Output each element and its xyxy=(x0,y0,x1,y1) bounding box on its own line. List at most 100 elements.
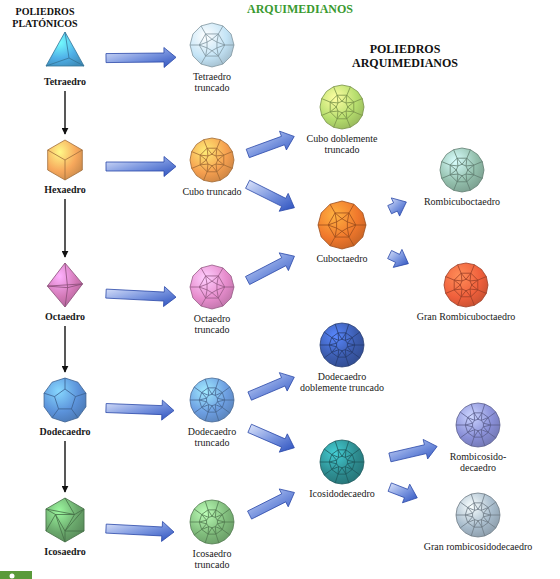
polyhedron-facets xyxy=(456,404,500,446)
polyhedron-node: Icosaedro truncado xyxy=(178,498,246,570)
polyhedron-facets xyxy=(190,268,234,306)
polyhedron-facets xyxy=(200,148,224,172)
column-heading: POLIEDROS ARQUIMEDIANOS xyxy=(330,42,480,70)
polyhedron-facets xyxy=(460,279,471,290)
polyhedron-facets xyxy=(44,378,86,422)
polyhedron-facets xyxy=(190,379,234,421)
polyhedron-facets xyxy=(456,493,500,537)
polyhedron-facets xyxy=(207,281,217,292)
polyhedron-facets xyxy=(206,154,217,165)
truncation-arrow xyxy=(248,373,294,401)
polyhedron-node: Octaedro xyxy=(28,261,102,322)
polyhedron-icon xyxy=(188,376,236,424)
polyhedron-name: Gran Rombicuboctaedro xyxy=(412,311,520,322)
polyhedron-facets xyxy=(207,516,218,527)
polyhedron-name: Hexaedro xyxy=(28,184,102,195)
polyhedron-name: Octaedro xyxy=(28,311,102,322)
polyhedron-facets xyxy=(329,333,355,357)
polyhedron-name: Cubo doblemente truncado xyxy=(298,133,386,155)
truncation-arrow xyxy=(248,489,295,519)
polyhedron-facets xyxy=(454,273,478,297)
polyhedron-icon xyxy=(188,136,236,184)
polyhedron-facets xyxy=(330,95,354,119)
polyhedron-facets xyxy=(46,32,84,66)
column-heading: POLIEDROS PLATÓNICOS xyxy=(4,6,86,30)
polyhedron-name: Tetraedro truncado xyxy=(180,71,244,93)
polyhedron-node: Gran Rombicuboctaedro xyxy=(412,261,520,322)
polyhedron-name: Cubo truncado xyxy=(180,186,244,197)
polyhedron-facets xyxy=(48,140,83,180)
polyhedron-facets xyxy=(190,378,234,422)
polyhedron-facets xyxy=(336,101,347,112)
truncation-arrow xyxy=(106,521,174,541)
polyhedron-icon xyxy=(43,30,87,74)
polyhedron-facets xyxy=(337,219,348,231)
polyhedron-facets xyxy=(320,324,364,366)
polyhedron-facets xyxy=(44,378,86,418)
polyhedron-facets xyxy=(190,265,234,309)
polyhedron-facets xyxy=(456,403,500,447)
polyhedron-node: Dodecaedro doblemente truncado xyxy=(298,321,386,393)
polyhedron-facets xyxy=(192,140,233,181)
page-corner-dot xyxy=(10,574,15,579)
polyhedron-icon xyxy=(454,491,502,539)
polyhedron-facets xyxy=(199,388,225,412)
polyhedron-facets xyxy=(190,26,234,64)
polyhedron-facets xyxy=(442,150,483,191)
polyhedron-facets xyxy=(55,389,76,409)
polyhedron-facets xyxy=(199,510,225,534)
polyhedron-icon xyxy=(318,83,366,131)
truncation-arrow xyxy=(106,157,176,177)
polyhedron-facets xyxy=(320,440,364,484)
polyhedron-node: Dodecaedro truncado xyxy=(178,376,246,448)
polyhedron-icon xyxy=(438,146,486,194)
polyhedron-icon xyxy=(188,263,236,311)
polyhedron-facets xyxy=(337,456,348,467)
polyhedron-facets xyxy=(337,339,348,350)
polyhedron-facets xyxy=(207,394,218,405)
truncation-arrow xyxy=(246,131,294,157)
truncation-arrow xyxy=(106,400,174,420)
truncation-arrow xyxy=(106,287,176,307)
polyhedron-facets xyxy=(320,85,364,129)
polyhedron-facets xyxy=(46,498,84,542)
polyhedron-facets xyxy=(320,441,364,483)
polyhedron-icon xyxy=(318,438,366,486)
section-heading: ARQUIMEDIANOS xyxy=(225,2,375,16)
polyhedron-facets xyxy=(320,323,364,367)
polyhedron-facets xyxy=(456,164,467,175)
polyhedron-node: Tetraedro xyxy=(28,30,102,87)
truncation-arrow xyxy=(246,180,295,211)
polyhedron-name: Dodecaedro doblemente truncado xyxy=(298,371,386,393)
polyhedron-facets xyxy=(318,204,366,246)
polyhedron-facets xyxy=(199,34,225,56)
derivation-arrow xyxy=(64,326,65,372)
polyhedron-facets xyxy=(322,87,363,128)
polyhedron-name: Dodecaedro xyxy=(28,426,102,437)
polyhedron-name: Icosaedro xyxy=(28,546,102,557)
polyhedron-icon xyxy=(41,376,89,424)
polyhedron-node: Hexaedro xyxy=(28,138,102,195)
polyhedron-facets xyxy=(47,263,82,307)
derivation-arrow xyxy=(64,441,65,492)
polyhedron-node: Dodecaedro xyxy=(28,376,102,437)
polyhedron-icon xyxy=(316,199,368,251)
truncation-arrow xyxy=(106,47,176,67)
polyhedron-facets xyxy=(48,150,83,180)
polyhedron-facets xyxy=(47,263,82,307)
truncation-arrow xyxy=(388,198,407,216)
polyhedron-node: Tetraedro truncado xyxy=(180,21,244,93)
polyhedron-icon xyxy=(41,496,89,544)
polyhedron-icon xyxy=(188,21,236,69)
polyhedron-facets xyxy=(473,509,484,520)
polyhedron-facets xyxy=(456,494,500,536)
polyhedron-facets xyxy=(199,276,225,298)
polyhedron-facets xyxy=(446,265,487,306)
polyhedron-facets xyxy=(190,500,234,544)
polyhedron-icon xyxy=(43,138,87,182)
polyhedron-node: Rombicosido- decaedro xyxy=(441,401,515,473)
polyhedron-node: Cubo doblemente truncado xyxy=(298,83,386,155)
truncation-arrow xyxy=(388,249,409,267)
truncation-arrow xyxy=(248,424,294,452)
